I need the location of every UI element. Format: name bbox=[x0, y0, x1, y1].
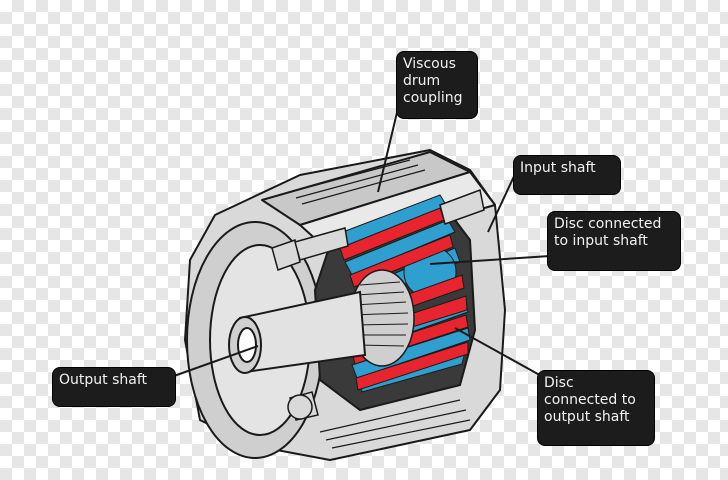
label-output-shaft: Output shaft bbox=[53, 368, 175, 406]
leader-output bbox=[159, 345, 259, 382]
output-shaft-tube bbox=[228, 290, 367, 374]
label-input-shaft: Input shaft bbox=[514, 156, 620, 194]
label-viscous-drum-coupling: Viscous drum coupling bbox=[397, 52, 477, 118]
leader-input bbox=[487, 171, 517, 233]
label-disc-connected-to-input-shaft: Disc connected to input shaft bbox=[548, 212, 680, 270]
leader-lines bbox=[159, 99, 551, 382]
bolts bbox=[271, 188, 485, 421]
leader-disc-out bbox=[454, 327, 546, 379]
leader-viscous bbox=[377, 99, 401, 193]
label-disc-connected-to-output-shaft: Disc connected to output shaft bbox=[538, 371, 654, 445]
leader-disc-in bbox=[429, 255, 551, 265]
